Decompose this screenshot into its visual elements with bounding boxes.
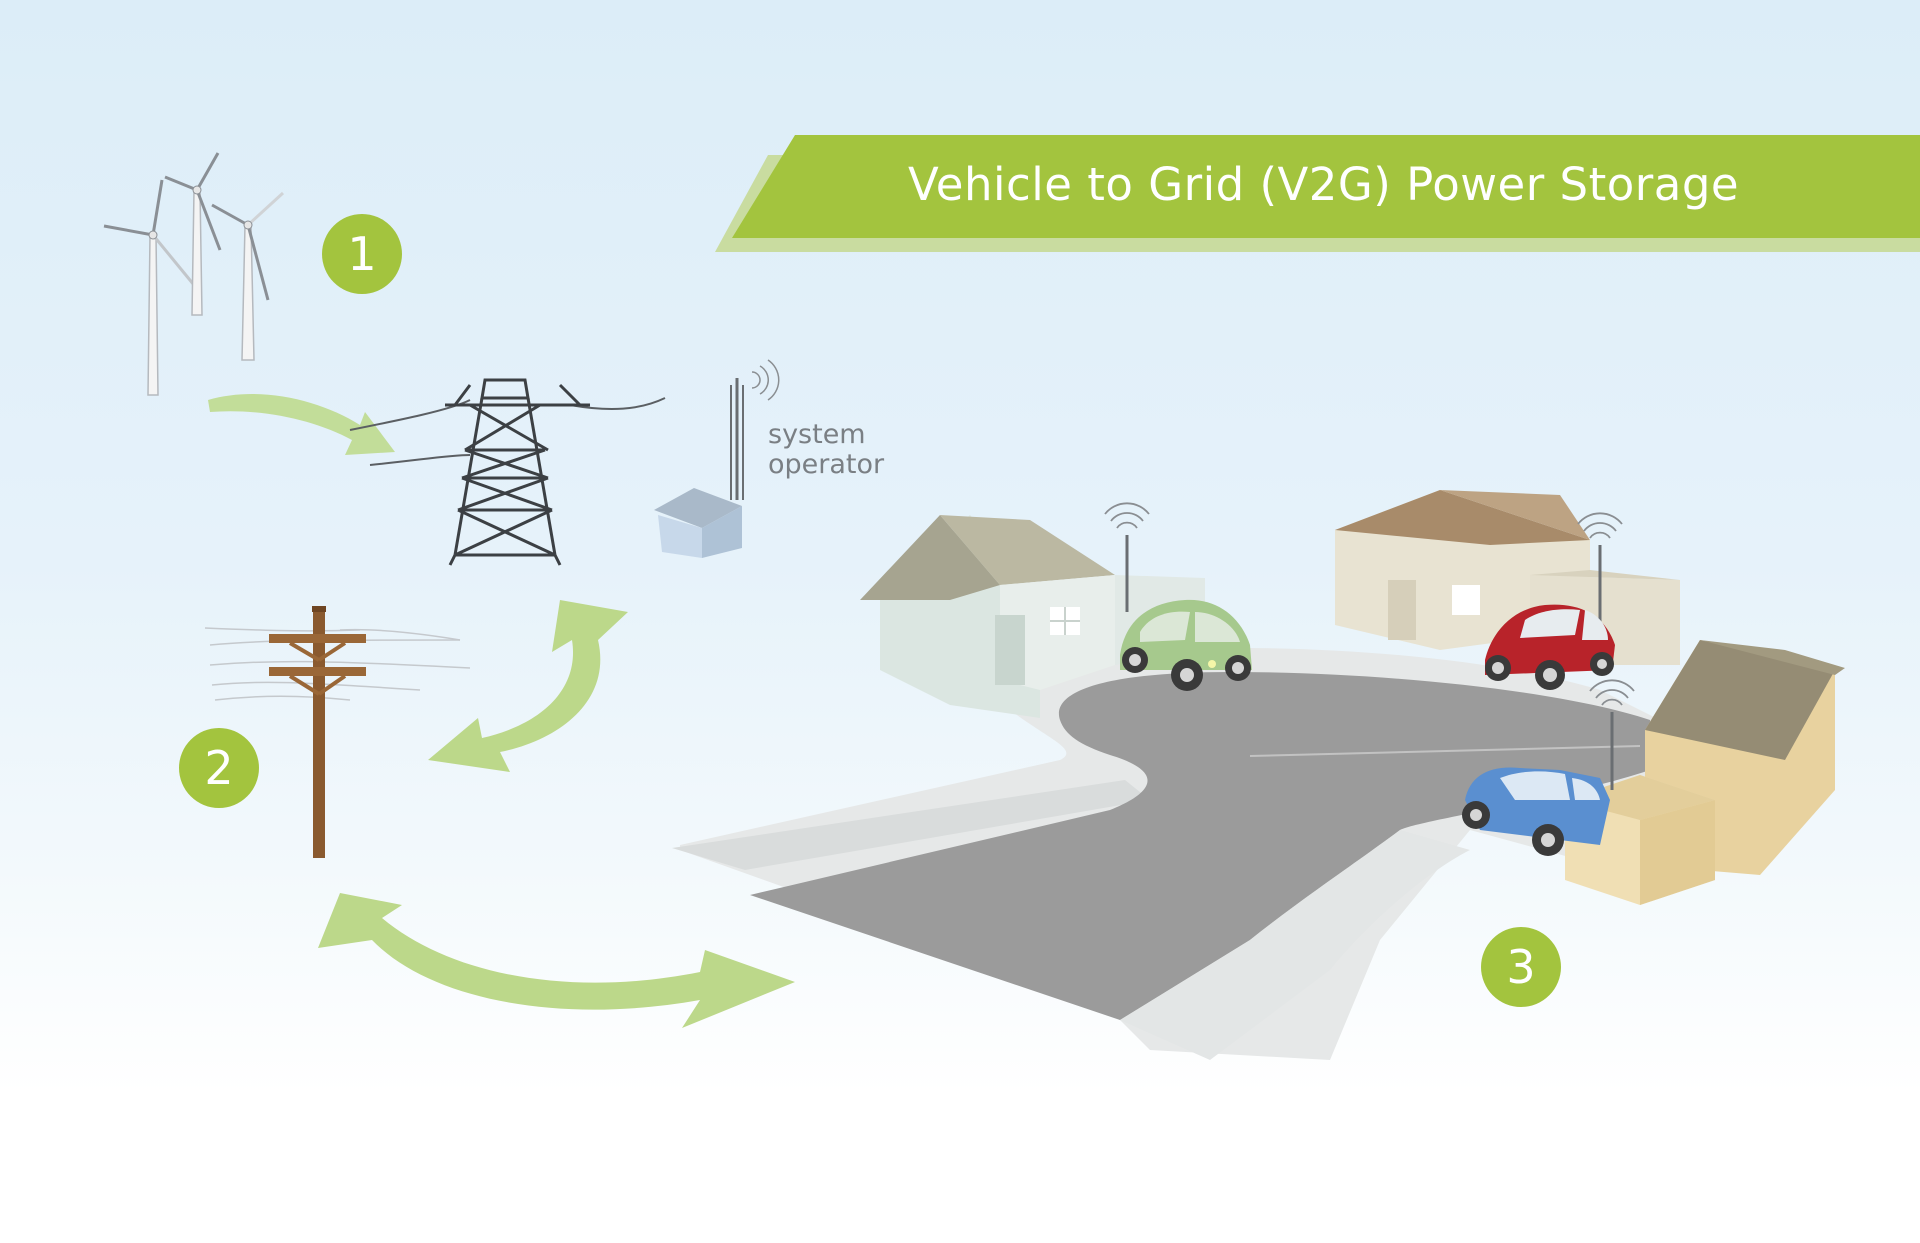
page-title: Vehicle to Grid (V2G) Power Storage (908, 158, 1740, 211)
antenna-icon (730, 359, 780, 500)
system-operator-line2: operator (768, 449, 885, 480)
system-operator-label: system operator (768, 420, 884, 480)
title-banner (715, 135, 1920, 252)
antenna-icon-houses (1104, 502, 1635, 790)
neighborhood (672, 647, 1680, 1060)
arrow-turbines-to-tower (208, 394, 395, 455)
system-operator-line1: system (768, 419, 866, 450)
arrow-tower-pole (428, 600, 628, 772)
wind-turbine-icon (103, 152, 285, 396)
transmission-tower-icon (445, 378, 590, 566)
utility-pole-icon (204, 606, 471, 858)
house-icon-left (860, 515, 1205, 718)
arrow-pole-neighborhood (318, 893, 795, 1028)
step-badge-2: 2 (179, 728, 259, 808)
step-badge-3: 3 (1481, 927, 1561, 1007)
car-icon-blue (1462, 767, 1610, 856)
operator-building-icon (654, 488, 742, 558)
step-badge-1: 1 (322, 214, 402, 294)
power-lines (349, 397, 666, 466)
car-icon-red (1485, 604, 1615, 690)
road (750, 672, 1650, 1020)
car-icon-green (1120, 599, 1252, 691)
title-banner-bar (732, 135, 1920, 238)
